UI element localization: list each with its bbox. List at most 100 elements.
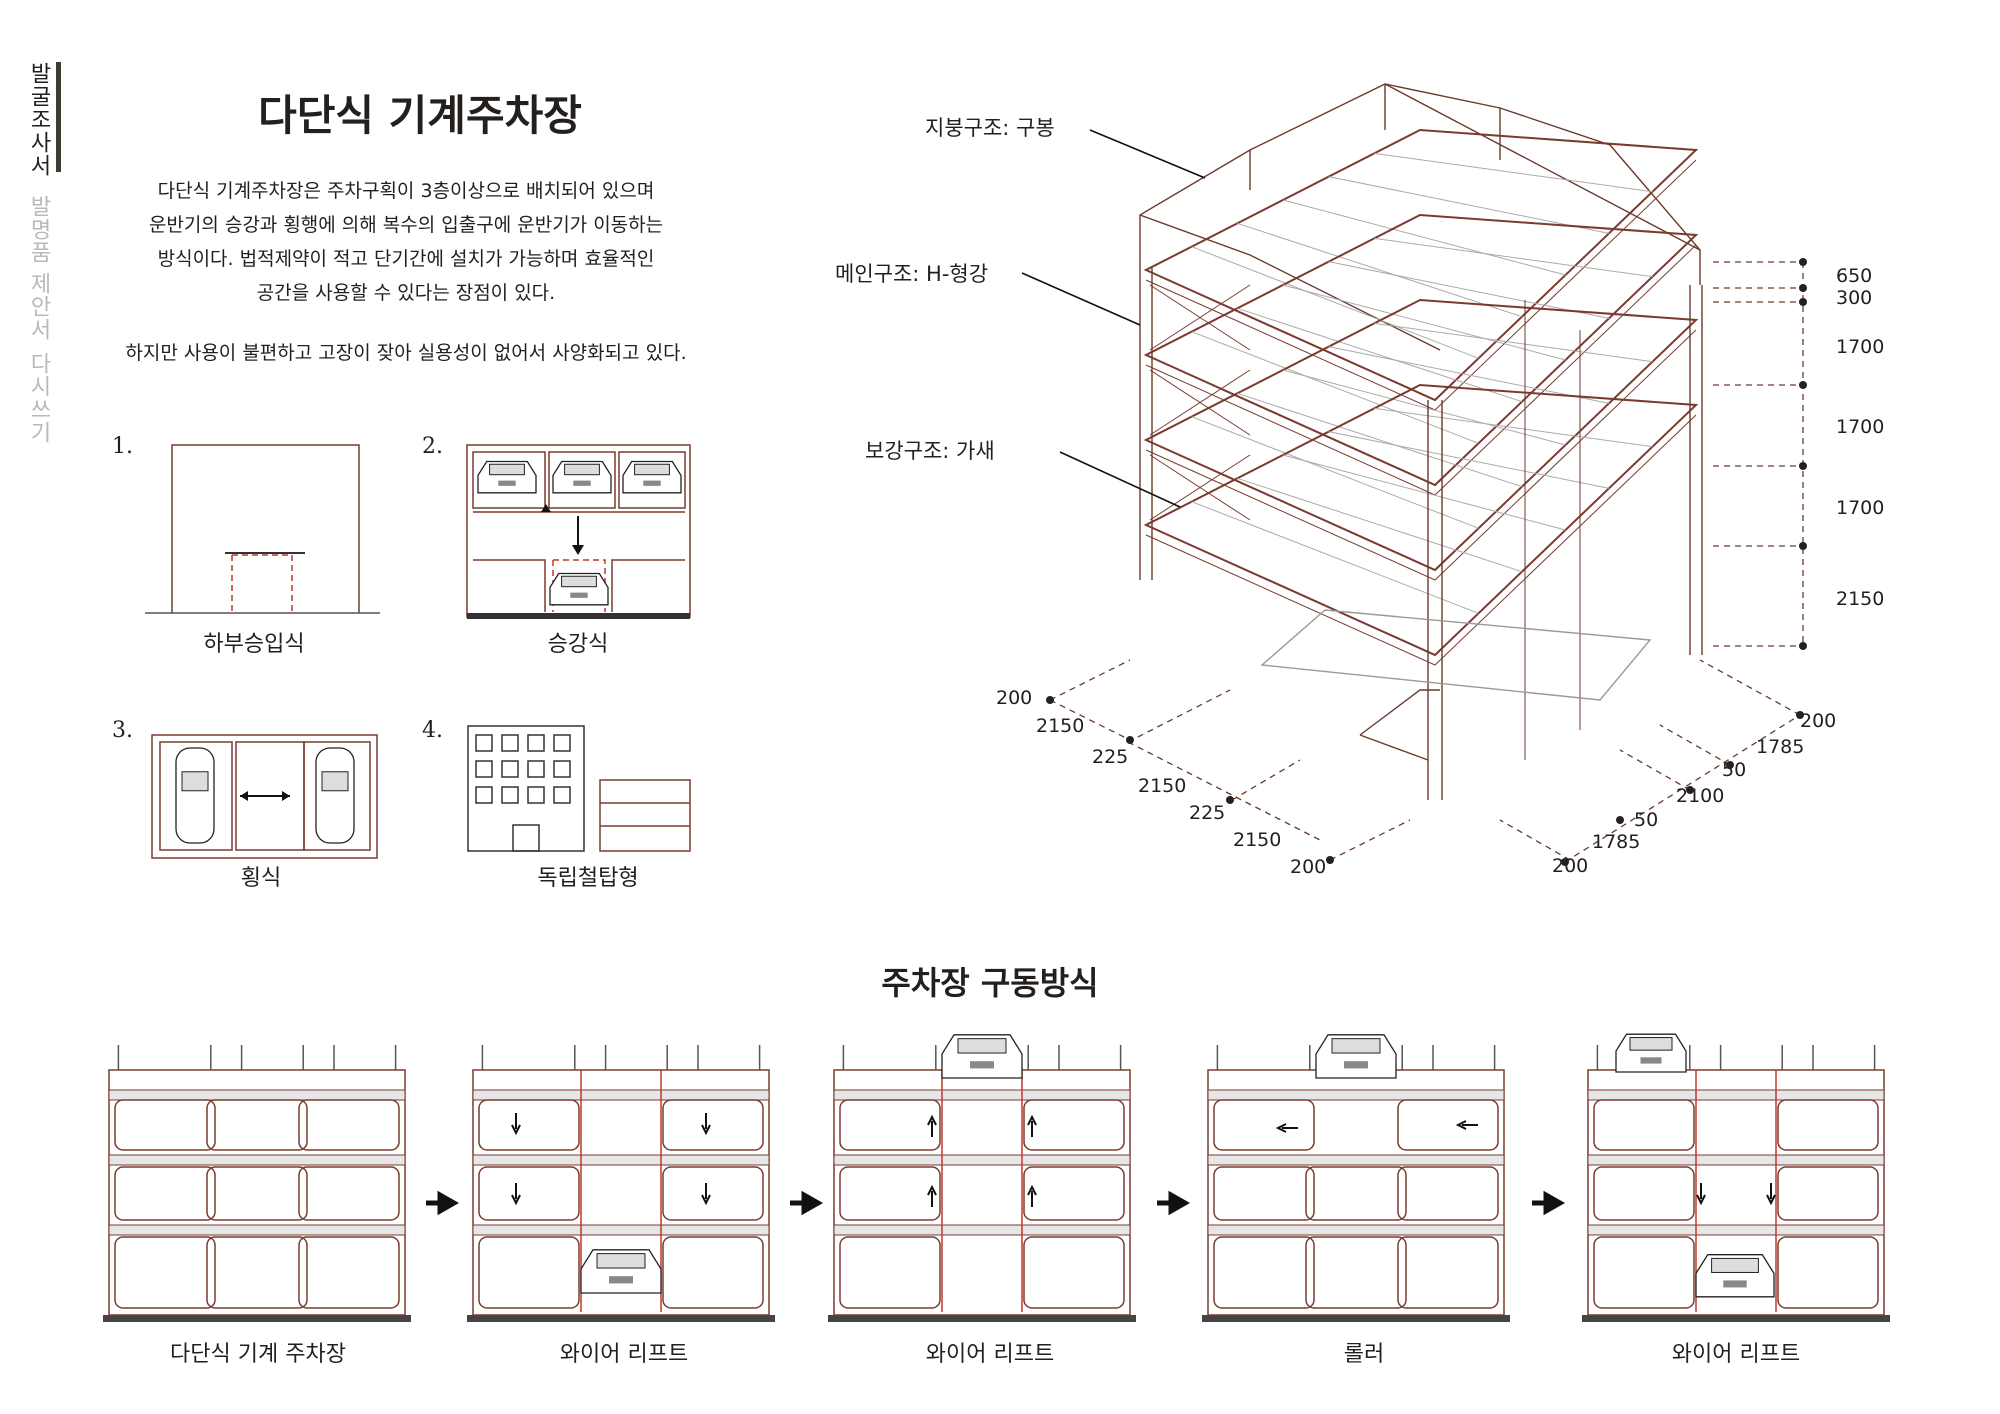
sidebar-item-rewrite[interactable]: 다시쓰기 <box>26 352 51 444</box>
next-step-arrow-icon <box>790 1190 824 1216</box>
diagram-tower-type <box>467 725 691 852</box>
car-windshield <box>561 575 597 588</box>
depth-dim: 200 <box>996 687 1033 709</box>
dimension-dot <box>1226 796 1234 804</box>
operation-frame <box>467 1045 775 1322</box>
sidebar-item-invention-proposal[interactable]: 발명품 제안서 <box>26 195 51 341</box>
intro-line: 공간을 사용할 수 있다는 장점이 있다. <box>256 282 556 304</box>
next-step-arrow-icon <box>1532 1190 1566 1216</box>
dimension-dot <box>1796 711 1804 719</box>
operation-step-label: 롤러 <box>1343 1342 1385 1367</box>
height-dim: 300 <box>1836 287 1873 309</box>
dimension-dot <box>1799 284 1807 292</box>
type-number: 1. <box>112 434 133 459</box>
dimension-dot <box>1326 856 1334 864</box>
window-icon <box>527 734 545 752</box>
frame-outline <box>108 1069 406 1316</box>
operation-step-label: 와이어 리프트 <box>1671 1342 1801 1367</box>
height-dim: 650 <box>1836 265 1873 287</box>
parking-pallet <box>478 1099 580 1151</box>
car-grille <box>970 1061 994 1069</box>
type-number: 2. <box>422 434 443 459</box>
floor-beam <box>1207 1089 1505 1101</box>
floor-slat <box>1191 331 1479 444</box>
parking-pallet <box>1777 1099 1879 1151</box>
floor-beam <box>1207 1224 1505 1236</box>
intro-line: 방식이다. 법적제약이 적고 단기간에 설치가 가능하며 효율적인 <box>157 248 655 270</box>
height-dim: 2150 <box>1836 588 1885 610</box>
parking-pallet <box>1305 1236 1407 1309</box>
depth-dim: 2150 <box>1233 829 1282 851</box>
dimension-dot <box>1046 696 1054 704</box>
dimension-dot <box>1799 642 1807 650</box>
parking-pallet <box>1593 1166 1695 1221</box>
brace <box>1149 454 1251 521</box>
intro-note: 하지만 사용이 불편하고 고장이 잦아 실용성이 없어서 사양화되고 있다. <box>125 342 687 364</box>
width-dim: 200 <box>1552 855 1589 877</box>
dimension-dot <box>1616 816 1624 824</box>
parking-pallet <box>839 1099 941 1151</box>
floor-slat <box>1282 454 1566 531</box>
direction-arrow-icon <box>927 1184 937 1207</box>
window-icon <box>527 760 545 778</box>
callout-bracing-structure: 보강구조: 가새 <box>865 439 995 463</box>
car-grille <box>570 592 588 598</box>
ground-slab <box>1202 1315 1510 1322</box>
car-icons <box>175 460 682 844</box>
floor-beam <box>1207 1154 1505 1166</box>
floor-beam <box>1587 1224 1885 1236</box>
car-grille <box>498 480 516 486</box>
floor-slat <box>1282 369 1566 446</box>
floor-slat <box>1237 222 1523 318</box>
car-grille <box>1723 1280 1747 1288</box>
floor-beam <box>108 1089 406 1101</box>
parking-pallet <box>1213 1236 1315 1309</box>
floor-slat <box>1237 477 1523 573</box>
window-icon <box>553 734 571 752</box>
page-title: 다단식 기계주차장 <box>258 91 582 140</box>
floor-beam <box>472 1089 770 1101</box>
window-icon <box>553 786 571 804</box>
window-icon <box>553 760 571 778</box>
parking-pallet <box>662 1166 764 1221</box>
direction-arrow-icon <box>1455 1120 1478 1130</box>
depth-dim: 200 <box>1290 856 1327 878</box>
brace <box>1149 284 1251 351</box>
floor-beam <box>1145 329 1697 581</box>
floor-slat <box>1282 284 1566 361</box>
floor-slat <box>1191 501 1479 614</box>
direction-arrow-icon <box>1275 1123 1298 1133</box>
car-windshield <box>596 1253 646 1269</box>
car-windshield <box>634 463 670 476</box>
floor-slat <box>1328 346 1610 404</box>
floor-beam <box>108 1154 406 1166</box>
dimension-dot <box>1799 462 1807 470</box>
floor-slat <box>1374 237 1653 278</box>
ground-slab <box>828 1315 1136 1322</box>
parking-pallet <box>662 1099 764 1151</box>
parking-pallet <box>206 1099 308 1151</box>
parking-pallet <box>1305 1166 1407 1221</box>
parking-pallet <box>114 1236 216 1309</box>
type-label: 승강식 <box>547 632 609 657</box>
direction-arrow-icon <box>1027 1114 1037 1137</box>
width-dim: 50 <box>1722 759 1747 781</box>
sidebar-item-excavation-report[interactable]: 발굴조사서 <box>26 62 51 177</box>
operation-frame <box>828 1034 1136 1322</box>
height-dim: 1700 <box>1836 497 1885 519</box>
window-icon <box>475 786 493 804</box>
direction-arrow-icon <box>511 1113 521 1136</box>
dimension-dot <box>1799 298 1807 306</box>
dimension-dot <box>1726 761 1734 769</box>
direction-arrow-icon <box>511 1183 521 1206</box>
floor-slat <box>1191 416 1479 529</box>
direction-arrow-icon <box>701 1113 711 1136</box>
window-icon <box>501 760 519 778</box>
parking-pallet <box>114 1166 216 1221</box>
floor-beam <box>833 1224 1131 1236</box>
ground-slab <box>1582 1315 1890 1322</box>
parking-pallet <box>298 1099 400 1151</box>
